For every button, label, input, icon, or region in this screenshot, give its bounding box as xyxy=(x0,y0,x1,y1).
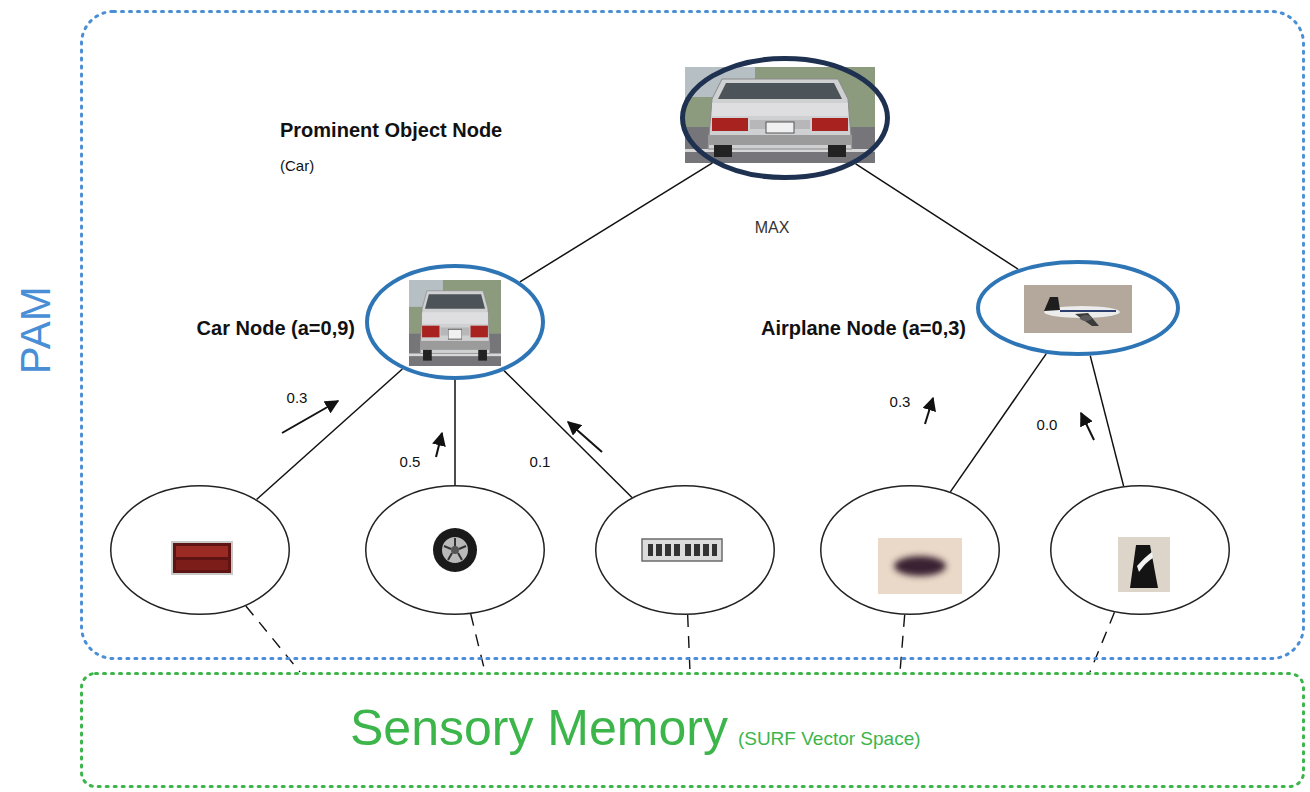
connector xyxy=(504,371,632,498)
connector xyxy=(454,380,456,485)
pam-region: PAMProminent Object Node(Car)Car Node (a… xyxy=(80,10,1305,660)
node-outline xyxy=(365,264,545,380)
weight-arrows xyxy=(282,398,1094,457)
title-row: Sensory Memory (SURF Vector Space) xyxy=(350,698,921,758)
feature-node xyxy=(595,485,775,615)
node-title: Car Node (a=0,9) xyxy=(197,316,355,340)
connector xyxy=(520,163,713,282)
car-node: Car Node (a=0,9) xyxy=(365,264,545,380)
weight-label: 0.0 xyxy=(1035,416,1060,434)
region-title: PAM xyxy=(11,286,61,374)
node-outline xyxy=(365,485,545,615)
taillight-photo xyxy=(172,542,232,574)
region-border xyxy=(82,12,1304,659)
node-ellipse xyxy=(596,486,775,615)
operator-label: MAX xyxy=(755,218,790,237)
connector xyxy=(246,606,300,672)
node-ellipse xyxy=(111,486,290,615)
band-title: Sensory Memory xyxy=(350,698,728,758)
node-outline xyxy=(110,485,290,615)
weight-label: 0.3 xyxy=(888,393,913,411)
node-outline xyxy=(820,485,1000,615)
node-ellipse xyxy=(683,59,888,178)
feature-node xyxy=(1050,485,1230,615)
tire-photo xyxy=(433,528,477,572)
node-ellipse xyxy=(978,262,1178,354)
connector xyxy=(856,164,1018,269)
node-outline xyxy=(976,260,1180,356)
band-subtitle: (SURF Vector Space) xyxy=(738,728,921,751)
airplane-photo xyxy=(1024,285,1132,333)
weight-label: 0.1 xyxy=(528,453,553,471)
car-photo xyxy=(409,280,501,366)
license-plate-photo xyxy=(642,539,722,561)
node-ellipse xyxy=(821,486,1000,615)
node-ellipse xyxy=(1051,486,1230,615)
feature-node xyxy=(365,485,545,615)
connector xyxy=(1090,356,1123,486)
sensory-memory-band: Sensory Memory (SURF Vector Space) xyxy=(80,672,1305,788)
connector xyxy=(688,615,690,672)
node-outline xyxy=(1050,485,1230,615)
node-outline xyxy=(680,56,890,180)
node-title: Prominent Object Node xyxy=(280,118,502,142)
node-title: Airplane Node (a=0,3) xyxy=(761,316,966,340)
blurred-patch-photo xyxy=(878,538,962,594)
prominent-object-node: Prominent Object Node(Car) xyxy=(680,56,890,180)
connector xyxy=(471,614,485,672)
airplane-node: Airplane Node (a=0,3) xyxy=(976,260,1180,356)
node-ellipse xyxy=(367,266,543,378)
connector xyxy=(257,369,403,499)
feature-node xyxy=(820,485,1000,615)
region-border xyxy=(82,674,1304,787)
tail-fin-photo xyxy=(1118,537,1170,592)
feature-node xyxy=(110,485,290,615)
weight-label: 0.3 xyxy=(285,389,310,407)
weight-label: 0.5 xyxy=(398,453,423,471)
node-subtitle: (Car) xyxy=(280,157,314,175)
connector xyxy=(1090,612,1114,672)
node-ellipse xyxy=(366,486,545,615)
connector xyxy=(950,354,1046,492)
node-outline xyxy=(595,485,775,615)
car-photo xyxy=(685,67,875,163)
connector xyxy=(900,615,905,672)
